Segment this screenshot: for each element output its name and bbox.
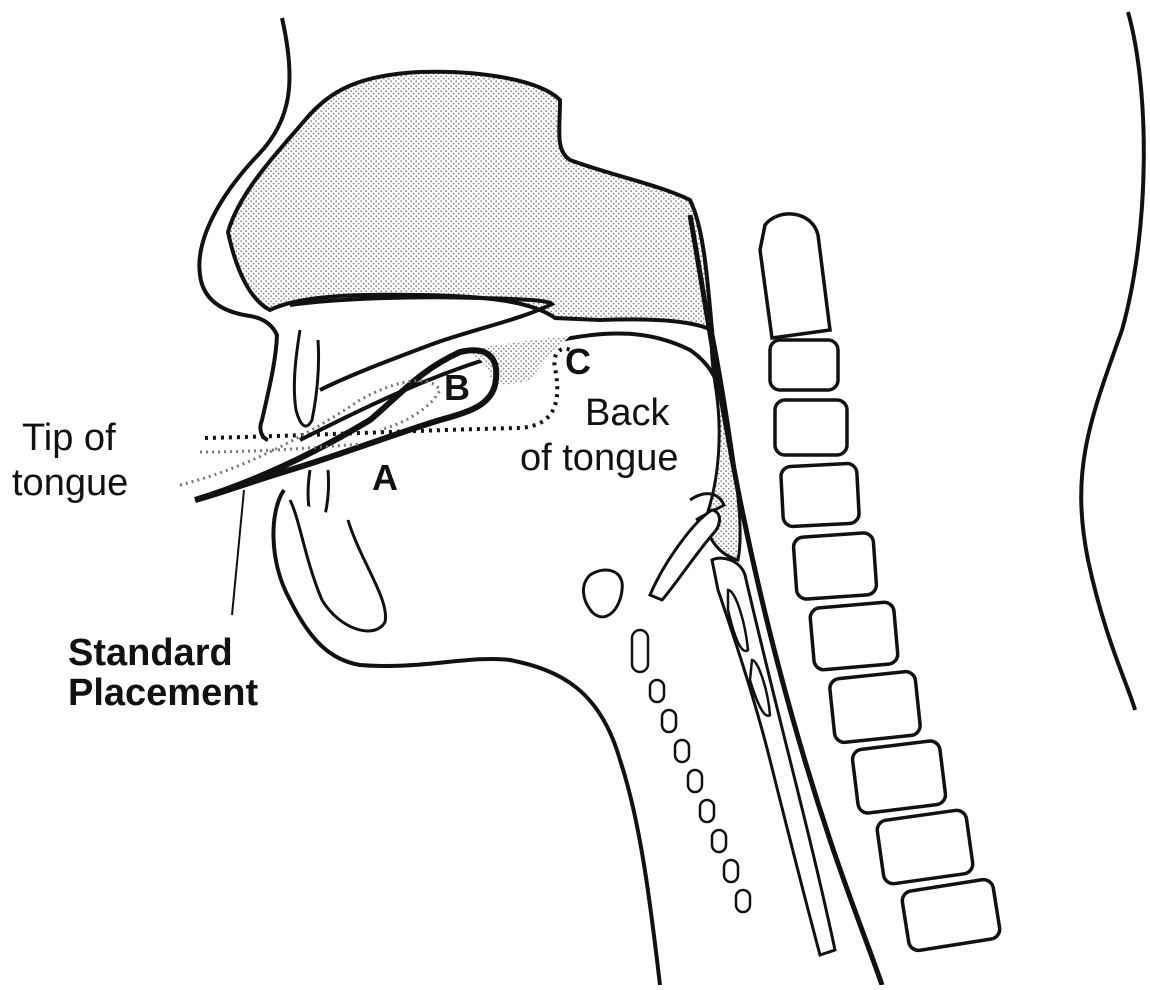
standard-label-line1: Standard xyxy=(68,632,233,674)
larynx xyxy=(650,510,720,600)
back-of-head-outline xyxy=(1081,12,1144,710)
trachea-rings xyxy=(632,630,750,912)
palate-stipple xyxy=(460,336,570,384)
tongue-position-a-inner xyxy=(200,444,360,452)
standard-placement-pointer xyxy=(232,490,244,615)
standard-label-line2: Placement xyxy=(68,672,258,714)
back-label-line2: of tongue xyxy=(520,437,678,479)
point-c-label: C xyxy=(565,341,591,382)
hyoid-bone xyxy=(583,570,622,617)
point-a-label: A xyxy=(372,457,398,498)
upper-incisor xyxy=(294,330,318,426)
tip-label-line1: Tip of xyxy=(22,417,116,459)
point-b-label: B xyxy=(444,367,470,408)
nasal-cavity xyxy=(228,72,712,330)
tip-label-line2: tongue xyxy=(12,462,128,504)
lower-jaw-bone xyxy=(290,500,386,631)
back-label-line1: Back xyxy=(585,392,670,434)
